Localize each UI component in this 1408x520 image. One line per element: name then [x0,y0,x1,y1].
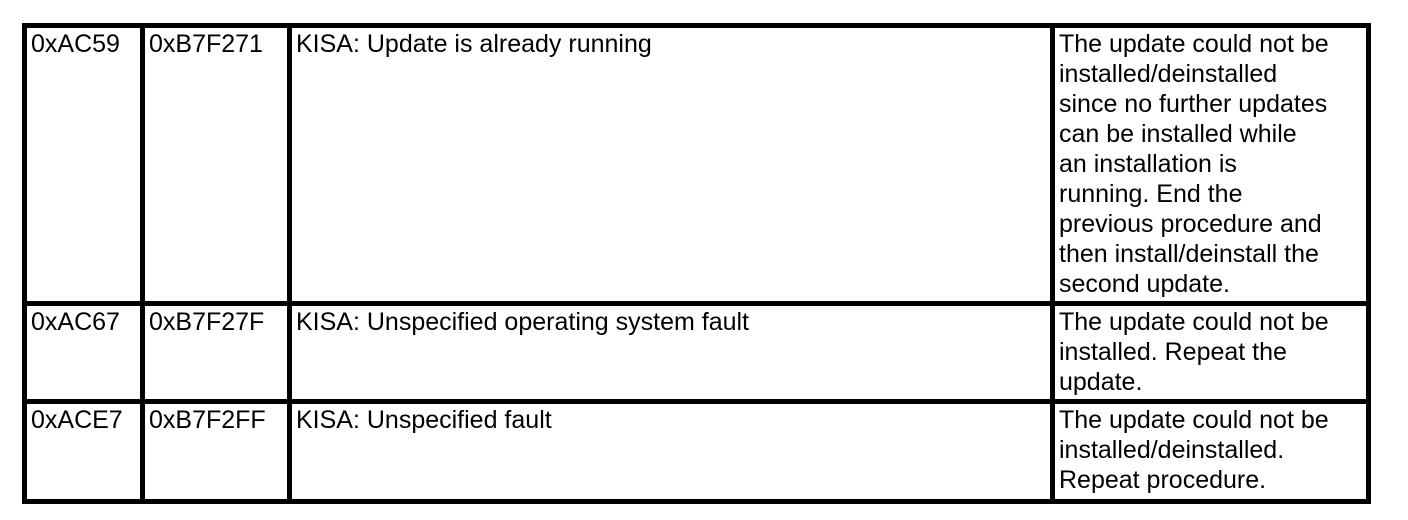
error-code-cell: 0xAC67 [22,301,145,404]
error-code-alt-cell: 0xB7F27F [140,301,292,404]
remedy-cell: The update could not be installed/deinst… [1050,23,1371,306]
remedy-cell: The update could not be installed. Repea… [1050,301,1371,404]
table-row: 0xAC59 0xB7F271 KISA: Update is already … [22,23,1371,306]
error-code-cell: 0xACE7 [22,399,145,504]
table-row: 0xAC67 0xB7F27F KISA: Unspecified operat… [22,301,1371,404]
error-code-table: 0xAC59 0xB7F271 KISA: Update is already … [22,23,1371,504]
error-code-alt-cell: 0xB7F271 [140,23,292,306]
error-code-alt-cell: 0xB7F2FF [140,399,292,504]
description-cell: KISA: Unspecified fault [287,399,1055,504]
table-row: 0xACE7 0xB7F2FF KISA: Unspecified fault … [22,399,1371,504]
description-cell: KISA: Update is already running [287,23,1055,306]
description-cell: KISA: Unspecified operating system fault [287,301,1055,404]
remedy-cell: The update could not be installed/deinst… [1050,399,1371,504]
error-code-cell: 0xAC59 [22,23,145,306]
